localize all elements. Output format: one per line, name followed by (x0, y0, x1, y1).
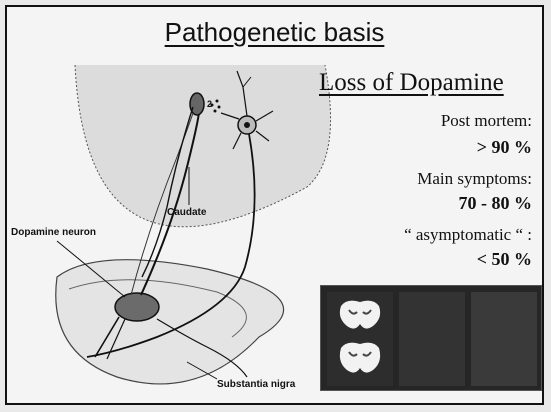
slide: Pathogenetic basis (5, 5, 544, 405)
slide-subtitle: Loss of Dopamine (319, 69, 504, 97)
post-mortem-label: Post mortem: (441, 111, 532, 131)
asymptomatic-label: “ asymptomatic “ : (404, 225, 532, 245)
main-symptoms-value: 70 - 80 % (459, 193, 533, 214)
scan-slices (327, 292, 393, 386)
synapse-mark: 2 (207, 99, 212, 109)
dopamine-neuron-label: Dopamine neuron (11, 227, 96, 238)
dopamine-neuron-body (115, 293, 159, 321)
scan-panel-normal (327, 292, 393, 386)
caudate-region (75, 65, 331, 227)
scan-panel-right (471, 292, 537, 386)
substantia-nigra-region (56, 260, 284, 384)
brain-scan-image (320, 285, 542, 391)
main-symptoms-label: Main symptoms: (417, 169, 532, 189)
asymptomatic-value: < 50 % (477, 249, 532, 270)
substantia-nigra-label: Substantia nigra (217, 379, 295, 390)
post-mortem-value: > 90 % (477, 137, 532, 158)
caudate-label: Caudate (167, 207, 206, 218)
scan-panel-middle (399, 292, 465, 386)
